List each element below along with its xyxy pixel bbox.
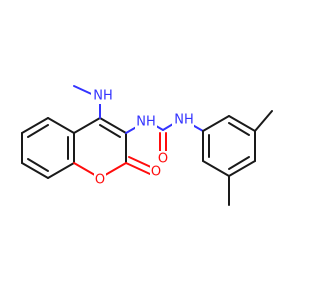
dimethylphenyl-ring <box>188 110 273 206</box>
bond <box>21 117 49 134</box>
atom-labels: NH NH NH O O O <box>91 88 194 188</box>
bond <box>99 117 127 134</box>
bond <box>73 117 101 134</box>
bond-inner <box>99 124 121 138</box>
methylamine-nh-label: NH <box>93 89 113 104</box>
aryl-nh-label: NH <box>174 113 194 128</box>
urea-carbonyl-o-label: O <box>158 152 168 167</box>
bond-inner <box>27 158 49 172</box>
bond <box>202 160 230 177</box>
ring-o-label: O <box>95 173 105 188</box>
lactone-carbonyl <box>125 156 154 175</box>
chemical-structure-diagram: NH NH NH O O O <box>21 85 273 206</box>
bond <box>202 115 230 132</box>
bond <box>125 162 151 175</box>
bond-inner <box>228 122 250 136</box>
bond <box>21 162 49 179</box>
bond <box>254 110 273 132</box>
bond <box>47 117 75 134</box>
bond-inner <box>228 156 250 170</box>
pyranone-ring <box>73 117 127 179</box>
bond-inner <box>27 124 49 138</box>
bond <box>228 160 256 177</box>
coumarin-nh-label: NH <box>136 115 156 130</box>
bond <box>228 115 256 132</box>
lactone-carbonyl-o-label: O <box>151 165 161 180</box>
bond <box>47 162 75 179</box>
benzo-ring <box>21 117 75 179</box>
bond <box>128 156 154 169</box>
